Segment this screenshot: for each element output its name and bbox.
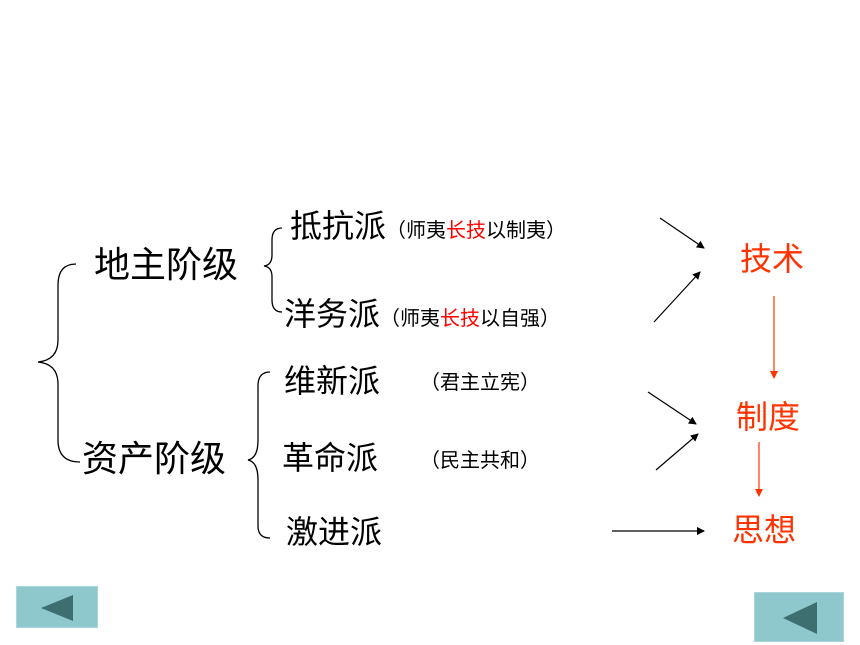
result-institution: 制度 xyxy=(736,398,801,436)
faction-reform-note: （君主立宪） xyxy=(420,370,540,394)
main-brace xyxy=(37,263,81,463)
faction-revolution-note: （民主共和） xyxy=(420,448,540,472)
arrow-westernization-to-technology xyxy=(653,271,701,323)
triangle-left-icon xyxy=(41,595,73,621)
faction-resist-note-highlight: 长技 xyxy=(446,218,487,242)
faction-revolution-name: 革命派 xyxy=(282,439,379,477)
arrow-resist-to-technology xyxy=(659,217,705,249)
landlord-brace xyxy=(263,227,283,313)
faction-resist-name: 抵抗派 xyxy=(290,207,387,245)
faction-westernization-note-highlight: 长技 xyxy=(440,306,481,330)
faction-westernization-note-close: 以自强） xyxy=(480,306,561,330)
triangle-left-icon xyxy=(783,602,817,634)
result-technology: 技术 xyxy=(740,240,805,278)
class-bourgeois: 资产阶级 xyxy=(82,439,227,480)
faction-resist: 抵抗派（师夷长技以制夷） xyxy=(290,208,566,244)
faction-reform-name: 维新派 xyxy=(284,362,381,400)
faction-westernization-note-open: （师夷 xyxy=(380,306,441,330)
faction-resist-note-open: （师夷 xyxy=(386,218,447,242)
back-button[interactable] xyxy=(754,592,844,642)
arrow-revolution-to-institution xyxy=(655,433,699,471)
faction-westernization: 洋务派（师夷长技以自强） xyxy=(284,296,560,332)
result-thought: 思想 xyxy=(732,511,797,549)
faction-radical-name: 激进派 xyxy=(286,513,383,551)
faction-resist-note-close: 以制夷） xyxy=(486,218,567,242)
bourgeois-brace xyxy=(247,371,271,539)
class-landlord: 地主阶级 xyxy=(94,245,239,286)
arrow-reform-to-institution xyxy=(647,391,697,425)
faction-westernization-name: 洋务派 xyxy=(284,295,381,333)
previous-slide-button[interactable] xyxy=(16,586,98,628)
